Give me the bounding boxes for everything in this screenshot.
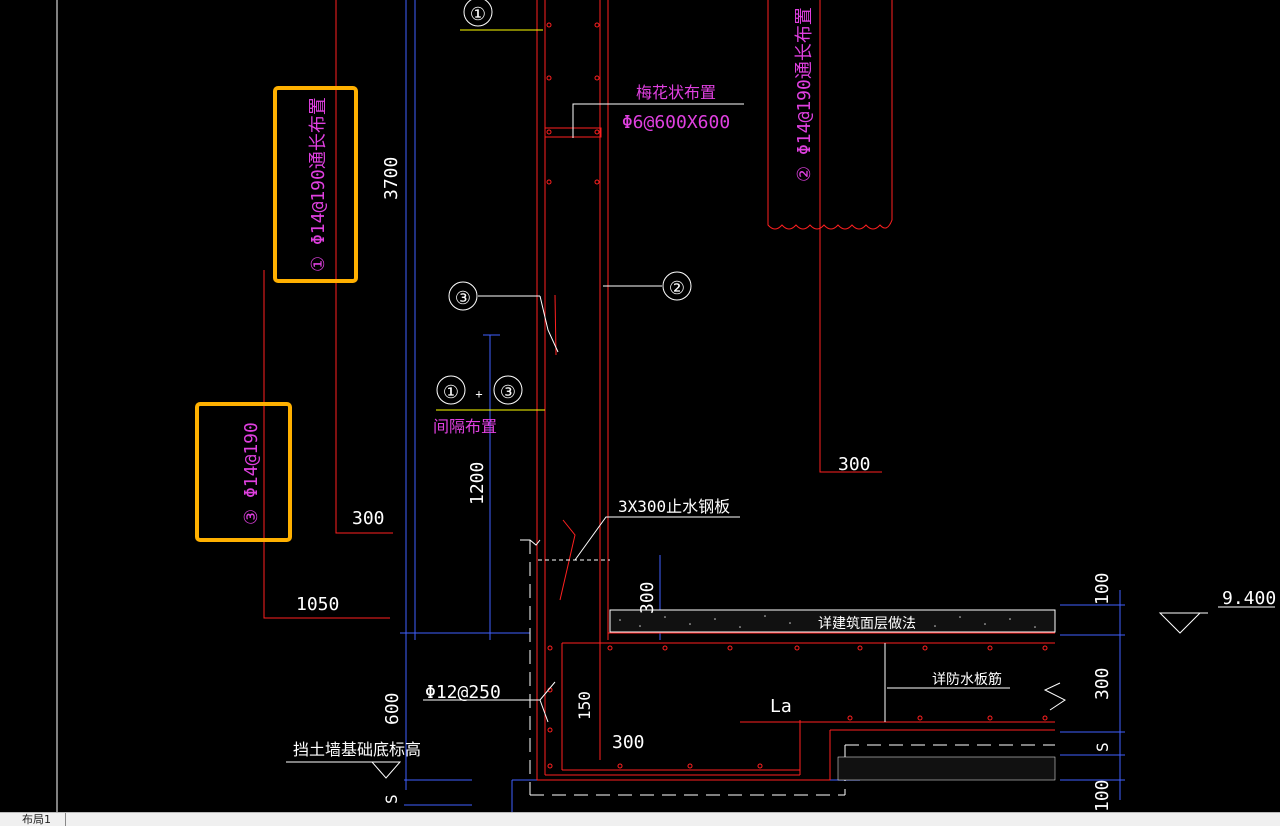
- dim-s-left: S: [382, 794, 401, 804]
- floor-hatch-dots: [619, 615, 1036, 628]
- floor-finish-label: 详建筑面层做法: [818, 616, 916, 632]
- callout-3-lower: ③: [500, 382, 516, 403]
- callout-plus: +: [475, 387, 482, 401]
- layout-tab-bar: 布局1: [0, 812, 1280, 826]
- dim-300-c: 300: [637, 581, 658, 614]
- elevation-label: 9.400: [1222, 588, 1276, 609]
- yellow-leaders: [436, 29, 545, 411]
- dim-150: 150: [575, 691, 594, 720]
- waterproof-label: 详防水板筋: [932, 671, 1002, 688]
- callout-circles: [436, 0, 692, 405]
- callout-2: ②: [669, 278, 685, 299]
- phi12-label: Φ12@250: [425, 682, 501, 703]
- interval-label: 间隔布置: [433, 417, 497, 436]
- dim-300-e: 300: [1092, 667, 1113, 700]
- rebar-dots: [546, 22, 1048, 769]
- la-label: La: [770, 696, 792, 717]
- floor-finish-hatch: [609, 609, 1056, 633]
- dim-1050: 1050: [296, 594, 339, 615]
- dim-300-a: 300: [352, 508, 385, 529]
- wall-outline: [536, 0, 1055, 781]
- dim-100-top: 100: [1092, 572, 1113, 605]
- plum-spec: Φ6@600X600: [622, 112, 730, 133]
- dim-s-right: S: [1093, 742, 1112, 752]
- dim-1200: 1200: [467, 462, 488, 505]
- dim-600: 600: [382, 692, 403, 725]
- rebar-2-label: ② Φ14@190通长布置: [794, 7, 815, 182]
- tab-layout-1[interactable]: 布局1: [8, 813, 66, 826]
- dim-3700: 3700: [381, 157, 402, 200]
- dim-100-bottom: 100: [1092, 779, 1113, 812]
- callout-3: ③: [455, 288, 471, 309]
- highlight-box-rebar-1: [273, 86, 358, 283]
- dim-300-d: 300: [612, 732, 645, 753]
- rebar-1-label: ① Φ14@190通长布置: [308, 97, 329, 272]
- highlight-box-rebar-3: [195, 402, 292, 542]
- base-elevation-label: 挡土墙基础底标高: [293, 740, 421, 759]
- callout-1-lower: ①: [443, 382, 459, 403]
- subbase-hatch: [837, 756, 1056, 781]
- red-dimension-leaders: [263, 0, 882, 619]
- white-leaders: [286, 103, 1275, 779]
- steel-plate-label: 3X300止水钢板: [618, 497, 730, 516]
- revision-cloud: [767, 0, 893, 230]
- rebar-3-label: ③ Φ14@190: [241, 422, 262, 525]
- callout-1-top: ①: [470, 4, 486, 25]
- plum-title: 梅花状布置: [636, 83, 716, 102]
- blue-reference-lines: [400, 0, 1125, 812]
- dim-300-b: 300: [838, 454, 871, 475]
